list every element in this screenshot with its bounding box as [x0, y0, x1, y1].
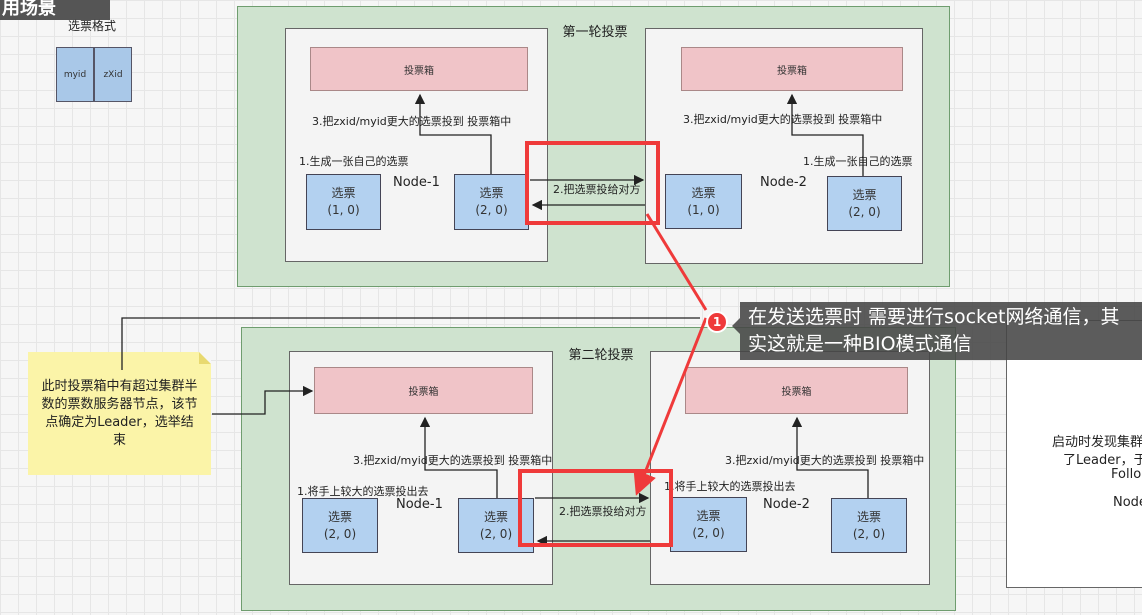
sticky-note: 此时投票箱中有超过集群半数的票数服务器节点，该节点确定为Leader，选举结束 — [28, 352, 211, 475]
round2-node1-vote-a: 选票 (2, 0) — [302, 498, 378, 553]
vote-title: 选票 — [483, 509, 508, 524]
round1-node2-ballot-box: 投票箱 — [681, 47, 903, 91]
round2-node2-vote-a: 选票 (2, 0) — [670, 497, 747, 552]
round1-step2: 2.把选票投给对方 — [553, 183, 641, 196]
round2-node2-ballot-box: 投票箱 — [685, 367, 908, 414]
round1-node2-step3: 3.把zxid/myid更大的选票投到 投票箱中 — [683, 113, 883, 126]
round2-node2-vote-b: 选票 (2, 0) — [831, 498, 907, 553]
vote-value: (2, 0) — [479, 526, 513, 541]
round1-title: 第一轮投票 — [562, 25, 628, 40]
round2-node2-step3: 3.把zxid/myid更大的选票投到 投票箱中 — [725, 454, 925, 467]
annotation-tooltip-pointer — [732, 318, 740, 334]
round2-node1-ballot-box: 投票箱 — [314, 367, 533, 414]
round1-node1-step3: 3.把zxid/myid更大的选票投到 投票箱中 — [312, 115, 512, 128]
round1-node1-vote-b: 选票 (2, 0) — [454, 174, 529, 230]
round2-node2-step1: 1.将手上较大的选票投出去 — [664, 480, 796, 493]
right-panel-line1: 启动时发现集群 — [1052, 435, 1142, 450]
vote-title: 选票 — [327, 509, 352, 524]
vote-value: (2, 0) — [475, 203, 508, 217]
sticky-note-fold — [199, 352, 211, 364]
format-cell-zxid: zXid — [94, 47, 132, 102]
round2-node2-label: Node-2 — [763, 497, 810, 512]
vote-value: (2, 0) — [323, 526, 357, 541]
annotation-badge[interactable]: 1 — [706, 311, 728, 333]
page-title: 用场景 — [2, 0, 56, 19]
round1-node2-vote-a: 选票 (1, 0) — [665, 174, 742, 229]
round1-node2-vote-b: 选票 (2, 0) — [827, 176, 902, 231]
vote-value: (2, 0) — [848, 204, 881, 219]
page-header-fragment — [0, 0, 110, 20]
round1-node1-vote-a: 选票 (1, 0) — [306, 174, 381, 230]
vote-title: 选票 — [331, 186, 356, 200]
round2-node1-step1: 1.将手上较大的选票投出去 — [297, 485, 429, 498]
right-panel-line3: Follo — [1111, 467, 1142, 482]
format-cell-myid: myid — [56, 47, 94, 102]
annotation-badge-number: 1 — [712, 315, 722, 329]
round2-step2: 2.把选票投给对方 — [559, 505, 647, 518]
round1-highlight-box — [525, 141, 660, 225]
round1-node2-label: Node-2 — [760, 175, 807, 190]
round2-title: 第二轮投票 — [568, 348, 634, 363]
vote-value: (1, 0) — [327, 203, 360, 217]
round2-node1-label: Node-1 — [396, 497, 443, 512]
vote-title: 选票 — [479, 186, 504, 200]
round2-node1-step3: 3.把zxid/myid更大的选票投到 投票箱中 — [353, 454, 553, 467]
round1-node1-step1: 1.生成一张自己的选票 — [299, 155, 409, 168]
right-panel-line4: Node — [1113, 495, 1142, 510]
vote-title: 选票 — [852, 187, 877, 202]
right-panel-line2: 了Leader，于 — [1063, 453, 1142, 468]
vote-title: 选票 — [696, 508, 721, 523]
vote-title: 选票 — [856, 509, 881, 524]
vote-value: (2, 0) — [692, 525, 725, 540]
sticky-note-text: 此时投票箱中有超过集群半数的票数服务器节点，该节点确定为Leader，选举结束 — [41, 378, 198, 448]
right-panel — [1006, 320, 1142, 588]
vote-value: (2, 0) — [852, 526, 886, 541]
format-title: 选票格式 — [68, 19, 117, 33]
annotation-tooltip: 在发送选票时 需要进行socket网络通信，其实这就是一种BIO模式通信 — [740, 302, 1142, 360]
vote-title: 选票 — [691, 185, 716, 200]
annotation-text: 在发送选票时 需要进行socket网络通信，其实这就是一种BIO模式通信 — [748, 306, 1120, 355]
round2-highlight-box — [518, 469, 673, 547]
round1-node1-label: Node-1 — [393, 175, 440, 190]
round1-node1-ballot-box: 投票箱 — [310, 47, 528, 91]
vote-value: (1, 0) — [687, 202, 720, 217]
round1-node2-step1: 1.生成一张自己的选票 — [803, 155, 913, 168]
